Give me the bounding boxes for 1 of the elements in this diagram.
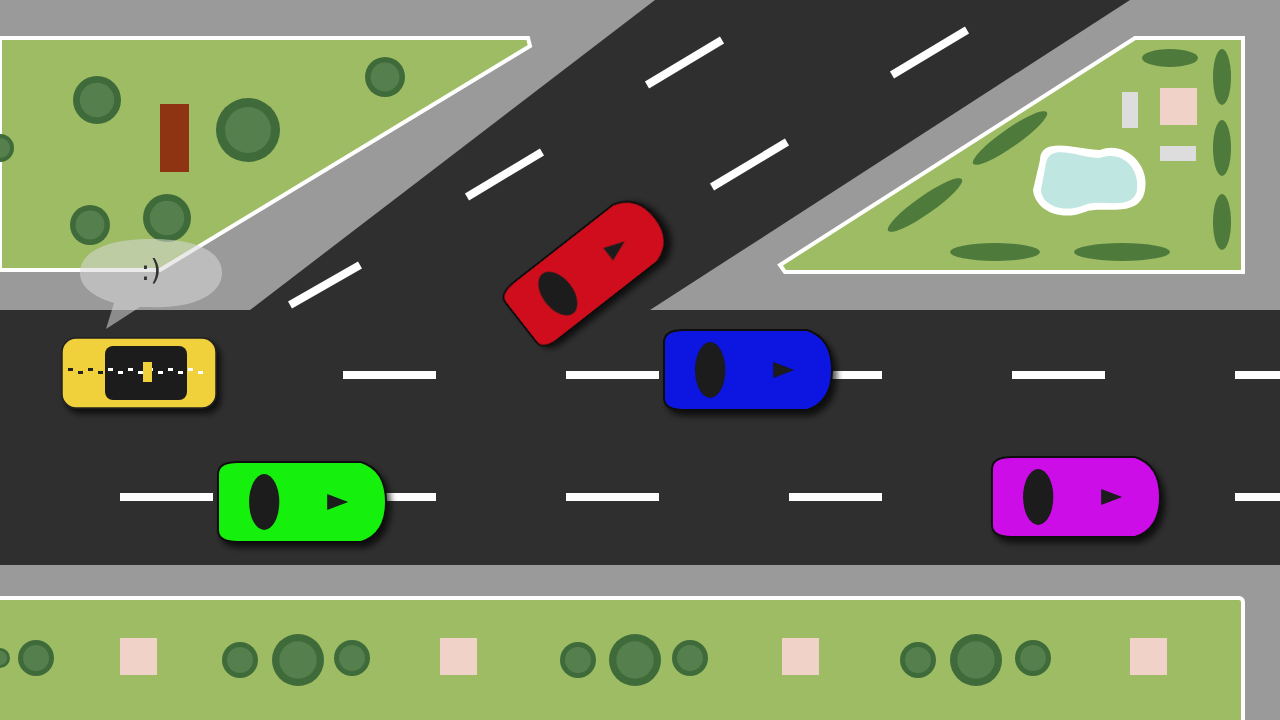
- bubble-text: :): [139, 257, 163, 285]
